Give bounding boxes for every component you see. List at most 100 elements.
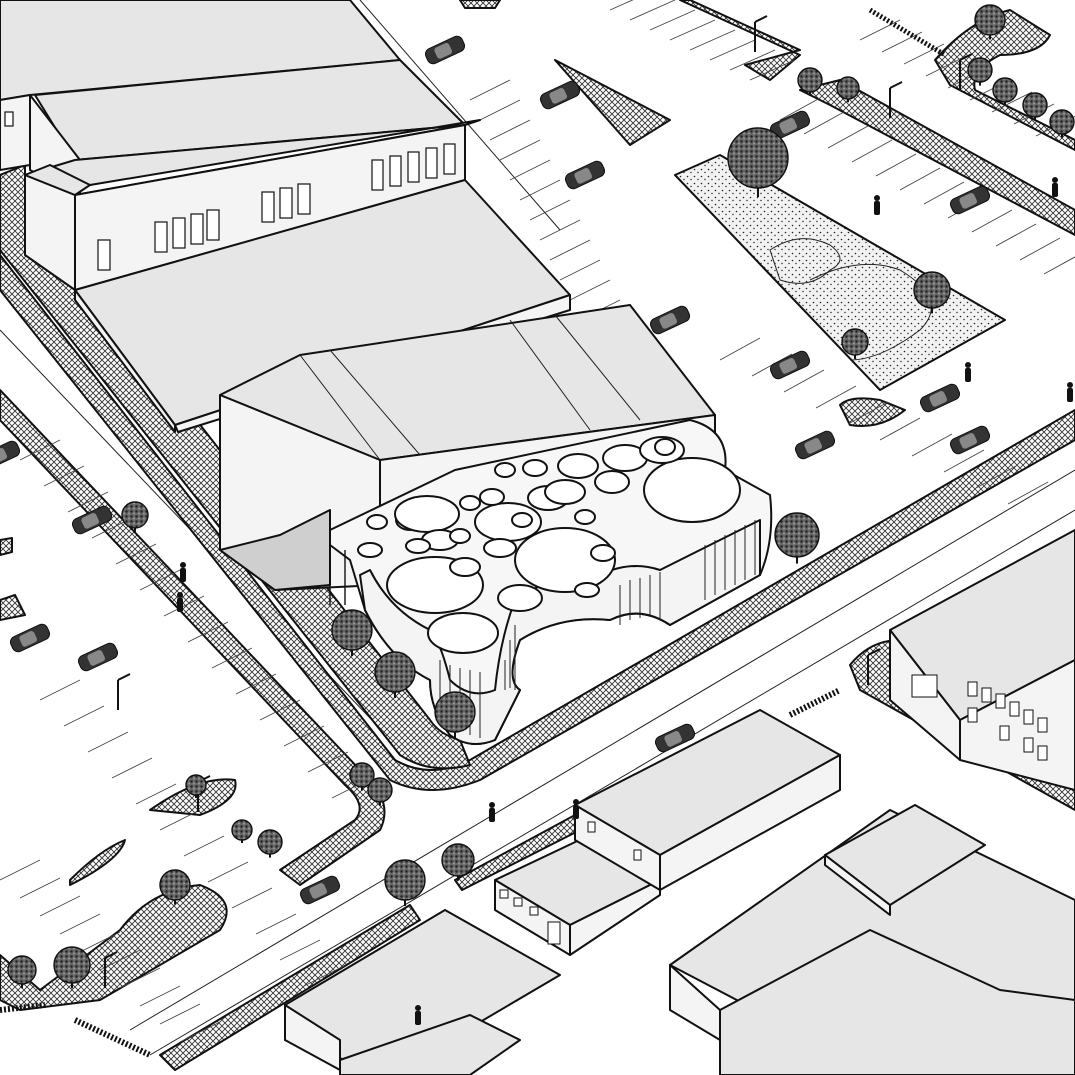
north-planter-strip: [799, 79, 1075, 236]
parking-stall-line: [903, 43, 945, 65]
north-planter-small: [679, 0, 801, 81]
tree: [992, 77, 1018, 106]
skylight: [479, 488, 505, 506]
parking-stall-line: [159, 809, 201, 831]
skylight: [643, 457, 741, 523]
parking-stall-line: [211, 647, 253, 669]
parking-stall-line: [649, 9, 696, 31]
car: [424, 35, 466, 65]
parking-stall-line: [943, 449, 985, 473]
car: [949, 185, 991, 215]
tree: [384, 859, 426, 906]
parking-stall-line: [827, 125, 869, 149]
skylight: [357, 542, 383, 558]
stippled-park: [674, 154, 1006, 391]
parking-stall-line: [609, 0, 634, 11]
parking-stall-line: [183, 835, 225, 857]
west-corner-sidewalk: [0, 164, 471, 770]
avenue-edge-north: [129, 469, 1075, 1031]
tree: [331, 609, 373, 656]
skylight: [449, 557, 481, 577]
parking-stall-line: [279, 939, 321, 961]
parking-stall-line: [259, 699, 301, 721]
parking-stall-lines: [0, 0, 1075, 1043]
parking-stall-line: [881, 31, 923, 53]
skylight: [514, 527, 616, 593]
facade-windows: [4, 111, 456, 271]
parking-stall-line: [255, 913, 297, 935]
planter-island-2: [149, 778, 237, 816]
tree: [797, 67, 823, 96]
parking-stall-line: [283, 725, 325, 747]
parking-stall-line: [923, 181, 965, 205]
tree: [1022, 92, 1048, 121]
north-edge-planter: [459, 0, 501, 9]
parking-stall-line: [19, 877, 61, 899]
parking-stall-line: [709, 39, 756, 61]
parking-stall-line: [509, 159, 551, 181]
cross-street-edge-north: [359, 0, 561, 231]
parking-stall-line: [135, 783, 177, 805]
parking-stall-line: [235, 673, 277, 695]
parking-stall-line: [783, 369, 825, 393]
planter-island-1: [69, 839, 126, 886]
parking-stall-line: [689, 29, 736, 51]
parking-stall-line: [469, 79, 511, 101]
trees: [7, 4, 1075, 989]
skylight: [557, 453, 599, 479]
park-path-loop-1: [769, 238, 841, 284]
parking-stall-line: [187, 621, 229, 643]
parking-stall-line: [79, 931, 121, 953]
skylight: [544, 479, 586, 505]
tree: [836, 76, 860, 103]
skylight: [590, 544, 616, 562]
main-block-sidewalk: [0, 229, 1075, 791]
parking-stall-line: [87, 731, 129, 753]
car: [0, 440, 21, 470]
street-lamp: [104, 951, 118, 988]
skylight: [511, 512, 533, 528]
parking-stall-line: [499, 139, 541, 161]
skylight-pavilion: [329, 419, 773, 745]
parking-stall-line: [971, 209, 1013, 233]
skylight: [366, 514, 388, 530]
parking-stall-line: [629, 0, 676, 21]
pedestrian: [415, 1005, 421, 1025]
parking-stall-line: [851, 139, 893, 163]
planter-bottom-left: [0, 884, 228, 1011]
tree: [913, 271, 951, 314]
annex-windows: [499, 821, 642, 945]
rear-warehouse: [0, 0, 571, 433]
planter-island-4: [0, 537, 13, 556]
tree: [841, 328, 869, 359]
parked-cars: [0, 35, 991, 905]
parking-stall-line: [115, 543, 157, 565]
tree: [121, 501, 149, 532]
tree: [774, 512, 820, 564]
car: [949, 425, 991, 455]
tree: [367, 777, 393, 806]
parking-stall-line: [779, 97, 821, 121]
car: [71, 505, 113, 535]
skylight: [522, 459, 548, 477]
street-lamp: [959, 53, 973, 90]
parking-stall-line: [163, 595, 205, 617]
parking-stall-line: [815, 385, 857, 409]
tree: [349, 762, 375, 791]
skylight: [654, 438, 676, 456]
car: [649, 305, 691, 335]
parking-stall-line: [749, 59, 796, 81]
car: [539, 80, 581, 110]
parking-stall-line: [207, 861, 249, 883]
parking-stall-line: [159, 1003, 201, 1025]
planter-island-3: [0, 594, 26, 621]
parking-stall-line: [139, 569, 181, 591]
pedestrian: [489, 802, 495, 822]
parking-stall-line: [307, 751, 349, 773]
parking-stall-line: [63, 705, 105, 727]
parking-stall-line: [99, 949, 141, 971]
car: [299, 875, 341, 905]
parking-stall-line: [803, 111, 845, 135]
tree: [185, 774, 207, 798]
